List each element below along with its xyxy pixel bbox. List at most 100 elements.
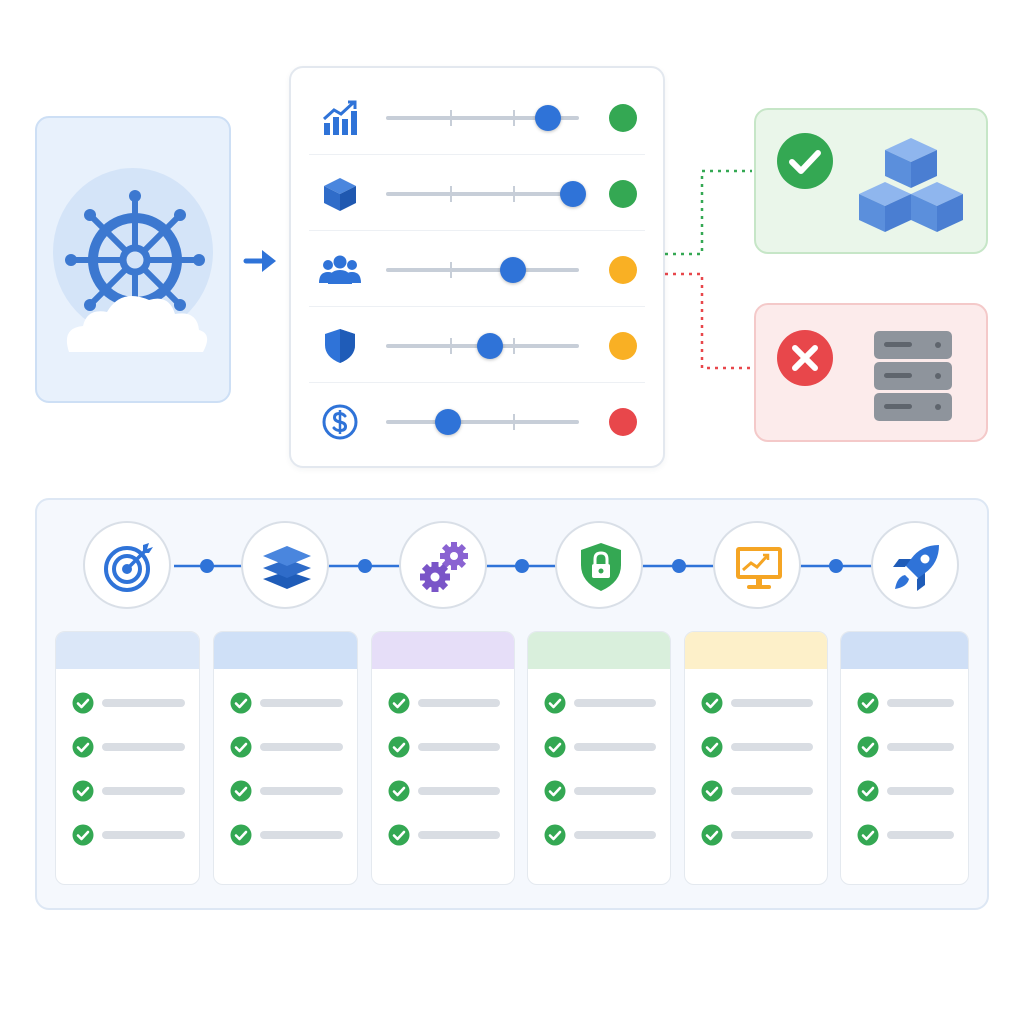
status-dot bbox=[609, 104, 637, 132]
criterion-slider-track bbox=[386, 257, 579, 283]
check-icon bbox=[544, 824, 566, 851]
criterion-slider-knob[interactable] bbox=[500, 257, 527, 283]
checklist-item bbox=[388, 780, 500, 802]
checklist-item bbox=[857, 824, 954, 846]
dollar-circle-icon bbox=[322, 404, 358, 440]
criterion-slider-track bbox=[386, 333, 579, 359]
stage-checklist-column bbox=[371, 631, 515, 885]
check-icon bbox=[544, 692, 566, 719]
x-circle-icon bbox=[777, 330, 833, 386]
column-header bbox=[685, 632, 827, 669]
layers-icon bbox=[263, 546, 311, 589]
placeholder-line bbox=[418, 831, 500, 839]
placeholder-line bbox=[418, 743, 500, 751]
check-icon bbox=[388, 780, 410, 807]
stage-target[interactable] bbox=[83, 521, 171, 609]
fail-outcome-card bbox=[754, 303, 988, 442]
check-icon bbox=[388, 824, 410, 851]
checklist-item bbox=[388, 824, 500, 846]
stage-layers[interactable] bbox=[241, 521, 329, 609]
placeholder-line bbox=[102, 743, 185, 751]
placeholder-line bbox=[887, 743, 954, 751]
checklist-item bbox=[701, 780, 813, 802]
cube-icon bbox=[324, 178, 356, 211]
placeholder-line bbox=[731, 787, 813, 795]
checklist-item bbox=[72, 780, 185, 802]
column-header bbox=[841, 632, 968, 669]
checklist-item bbox=[701, 736, 813, 758]
placeholder-line bbox=[887, 831, 954, 839]
check-icon bbox=[230, 692, 252, 719]
status-dot bbox=[609, 408, 637, 436]
criterion-row-artifact bbox=[309, 156, 645, 231]
check-icon bbox=[544, 780, 566, 807]
criterion-slider-knob[interactable] bbox=[560, 181, 587, 207]
status-dot bbox=[609, 256, 637, 284]
column-header bbox=[372, 632, 514, 669]
checklist-item bbox=[230, 736, 343, 758]
check-icon bbox=[72, 780, 94, 807]
server-stack-icon bbox=[874, 331, 952, 421]
column-header bbox=[56, 632, 199, 669]
check-circle-icon bbox=[777, 133, 833, 189]
placeholder-line bbox=[731, 743, 813, 751]
checklist-item bbox=[230, 692, 343, 714]
placeholder-line bbox=[574, 743, 656, 751]
checklist-item bbox=[857, 780, 954, 802]
column-header bbox=[528, 632, 670, 669]
placeholder-line bbox=[418, 699, 500, 707]
check-icon bbox=[701, 736, 723, 763]
monitor-chart-icon bbox=[736, 547, 782, 589]
criterion-row-cost bbox=[309, 384, 645, 458]
placeholder-line bbox=[574, 699, 656, 707]
rocket-icon bbox=[893, 545, 939, 591]
check-icon bbox=[857, 736, 879, 763]
stage-launch[interactable] bbox=[871, 521, 959, 609]
placeholder-line bbox=[418, 787, 500, 795]
stage-checklist-column bbox=[840, 631, 969, 885]
checklist-item bbox=[230, 824, 343, 846]
check-icon bbox=[230, 736, 252, 763]
check-icon bbox=[544, 736, 566, 763]
checklist-item bbox=[230, 780, 343, 802]
placeholder-line bbox=[887, 699, 954, 707]
criterion-slider-knob[interactable] bbox=[535, 105, 562, 131]
pass-outcome-card bbox=[754, 108, 988, 254]
check-icon bbox=[72, 692, 94, 719]
checklist-item bbox=[544, 824, 656, 846]
checklist-item bbox=[857, 692, 954, 714]
criterion-slider-knob[interactable] bbox=[477, 333, 504, 359]
check-icon bbox=[72, 736, 94, 763]
stage-gears[interactable] bbox=[399, 521, 487, 609]
checklist-item bbox=[72, 824, 185, 846]
checklist-item bbox=[388, 736, 500, 758]
check-icon bbox=[388, 736, 410, 763]
shield-lock-icon bbox=[581, 543, 621, 591]
criteria-panel bbox=[289, 66, 665, 468]
placeholder-line bbox=[731, 831, 813, 839]
stage-security[interactable] bbox=[555, 521, 643, 609]
stage-monitoring[interactable] bbox=[713, 521, 801, 609]
check-icon bbox=[701, 824, 723, 851]
checklist-item bbox=[544, 692, 656, 714]
gears-icon bbox=[420, 542, 468, 592]
check-icon bbox=[701, 692, 723, 719]
placeholder-line bbox=[574, 787, 656, 795]
stage-checklist-column bbox=[213, 631, 358, 885]
checklist-item bbox=[544, 736, 656, 758]
criterion-row-security bbox=[309, 308, 645, 383]
placeholder-line bbox=[731, 699, 813, 707]
check-icon bbox=[388, 692, 410, 719]
arrow-right-icon bbox=[243, 250, 276, 272]
criterion-slider-knob[interactable] bbox=[434, 409, 461, 435]
criterion-slider-track bbox=[386, 105, 579, 131]
status-dot bbox=[609, 180, 637, 208]
criterion-slider-track bbox=[386, 409, 579, 435]
checklist-item bbox=[72, 692, 185, 714]
cloud-icon bbox=[66, 296, 208, 352]
check-icon bbox=[857, 824, 879, 851]
stacked-cubes-icon bbox=[859, 138, 963, 232]
criterion-slider-track bbox=[386, 181, 587, 207]
fail-connector bbox=[665, 272, 752, 370]
placeholder-line bbox=[102, 831, 185, 839]
